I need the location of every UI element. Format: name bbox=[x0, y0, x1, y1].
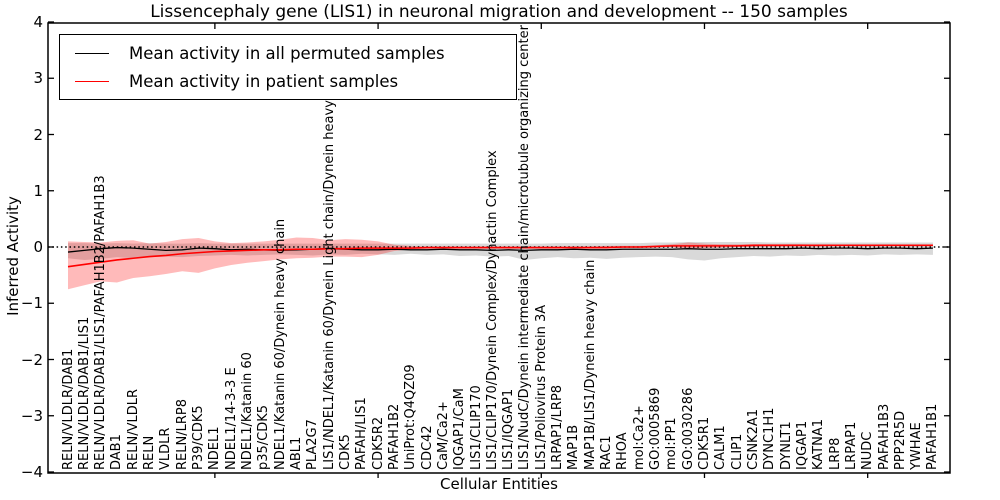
legend-entry-patient: Mean activity in patient samples bbox=[60, 72, 516, 91]
x-tick-label: CDK5 bbox=[337, 434, 353, 470]
y-tick-label: 0 bbox=[33, 238, 43, 256]
x-tick-label: PAFAH1B1 bbox=[925, 403, 941, 470]
x-tick-label: PPP2R5D bbox=[892, 410, 908, 470]
x-tick-label: RHOA bbox=[615, 432, 631, 470]
x-tick-label: RAC1 bbox=[599, 435, 615, 470]
x-tick-label: CaM/Ca2+ bbox=[435, 401, 451, 470]
y-tick-label: −1 bbox=[20, 294, 43, 313]
x-tick-label: UniProt:Q4QZ09 bbox=[403, 364, 419, 470]
y-tick-label: 3 bbox=[33, 69, 43, 88]
legend-label-patient: Mean activity in patient samples bbox=[129, 71, 399, 91]
x-tick-label: PLA2G7 bbox=[305, 419, 321, 470]
axes-frame bbox=[47, 22, 951, 474]
x-tick-label: MAP1B bbox=[566, 424, 582, 470]
chart-title: Lissencephaly gene (LIS1) in neuronal mi… bbox=[150, 2, 848, 22]
y-tick-label: 1 bbox=[33, 181, 43, 200]
x-tick-label: PAFAH/LIS1 bbox=[354, 397, 370, 470]
patient-line-swatch bbox=[75, 80, 109, 82]
x-tick-label: LIS1/CLIP170/Dynein Complex/Dynactin Com… bbox=[484, 150, 500, 470]
y-tick-label: −4 bbox=[20, 463, 43, 481]
x-tick-label: NDEL1/Katanin 60 bbox=[240, 352, 256, 470]
patient-mean-line bbox=[67, 244, 933, 268]
x-tick-label: PAFAH1B2 bbox=[386, 403, 402, 470]
x-tick-label: NDEL1/14-3-3 E bbox=[223, 367, 239, 470]
x-tick-label: CDK5R2 bbox=[370, 416, 386, 470]
legend-label-permuted: Mean activity in all permuted samples bbox=[129, 43, 445, 63]
x-tick-label: CDC42 bbox=[419, 425, 435, 470]
x-tick-label: mol:Ca2+ bbox=[631, 405, 647, 470]
x-tick-label: MAP1B/LIS1/Dynein heavy chain bbox=[582, 259, 598, 470]
x-tick-label: NDEL1/Katanin 60/Dynein heavy chain bbox=[272, 218, 288, 470]
x-tick-label: LRP8 bbox=[827, 437, 843, 470]
x-tick-label: GO:0030286 bbox=[680, 387, 696, 470]
x-tick-label: RELN/VLDLR/DAB1/LIS1/PAFAH1B2/PAFAH1B3 bbox=[93, 175, 109, 470]
y-tick-label: −3 bbox=[20, 406, 43, 425]
x-tick-label: LIS1/NDEL1/Katanin 60/Dynein Light chain… bbox=[321, 60, 337, 470]
y-tick-label: −2 bbox=[20, 350, 43, 369]
x-tick-label: LRPAP1 bbox=[843, 421, 859, 470]
x-tick-label: DAB1 bbox=[109, 434, 125, 470]
x-tick-label: RELN/VLDLR bbox=[125, 388, 141, 470]
x-tick-label: P39/CDK5 bbox=[191, 405, 207, 470]
y-tick-label: 2 bbox=[33, 125, 43, 144]
x-tick-label: LIS1/NudC/Dynein intermediate chain/micr… bbox=[517, 25, 533, 470]
permuted-line-swatch bbox=[75, 52, 109, 54]
x-tick-label: NUDC bbox=[860, 431, 876, 470]
x-tick-label: ABL1 bbox=[288, 436, 304, 470]
x-tick-label: KATNA1 bbox=[811, 418, 827, 470]
x-tick-label: CDK5R1 bbox=[696, 416, 712, 470]
x-tick-label: CSNK2A1 bbox=[745, 408, 761, 470]
x-tick-label: PAFAH1B3 bbox=[876, 403, 892, 470]
x-tick-label: CALM1 bbox=[713, 425, 729, 470]
x-tick-label: DYNLT1 bbox=[778, 421, 794, 470]
x-tick-label: mol:PP1 bbox=[664, 417, 680, 470]
x-tick-label: RELN/LRP8 bbox=[174, 399, 190, 470]
x-tick-label: LIS1/IQGAP1 bbox=[501, 388, 517, 470]
x-tick-label: CLIP1 bbox=[729, 433, 745, 470]
x-tick-label: LRPAP1/LRP8 bbox=[550, 384, 566, 470]
x-tick-label: DYNC1H1 bbox=[762, 407, 778, 470]
x-tick-label: IQGAP1 bbox=[794, 420, 810, 470]
permuted-mean-line bbox=[67, 246, 933, 253]
x-tick-label: GO:0005869 bbox=[648, 387, 664, 470]
x-tick-label: IQGAP1/CaM bbox=[452, 388, 468, 470]
x-tick-label: p35/CDK5 bbox=[256, 404, 272, 470]
x-tick-label: NDEL1 bbox=[207, 426, 223, 470]
x-tick-label: RELN/VLDLR/DAB1/LIS1 bbox=[76, 316, 92, 470]
x-tick-label: RELN/VLDLR/DAB1 bbox=[60, 348, 76, 470]
x-tick-label: YWHAE bbox=[909, 422, 925, 470]
legend-entry-permuted: Mean activity in all permuted samples bbox=[60, 44, 516, 63]
y-tick-label: 4 bbox=[33, 13, 43, 31]
x-tick-label: LIS1/Poliovirus Protein 3A bbox=[533, 304, 549, 470]
x-tick-label: VLDLR bbox=[158, 427, 174, 470]
x-tick-label: LIS1/CLIP170 bbox=[468, 385, 484, 470]
legend: Mean activity in all permuted samples Me… bbox=[59, 34, 517, 100]
x-tick-label: RELN bbox=[142, 435, 158, 470]
x-axis-label: Cellular Entities bbox=[440, 475, 558, 493]
